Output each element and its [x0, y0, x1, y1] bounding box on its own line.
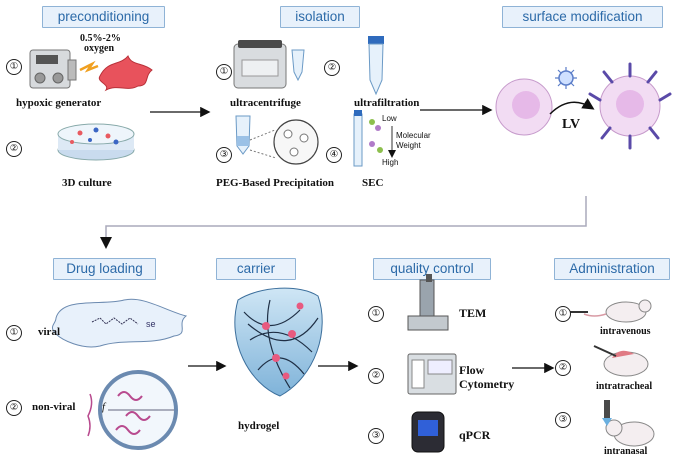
lv-transduction-arrow — [549, 98, 595, 115]
tube-small-icon — [291, 49, 305, 82]
drug-loading-step-2: ② — [6, 400, 22, 416]
sec-column-icon — [353, 110, 396, 167]
non-viral-label: non-viral — [32, 401, 76, 413]
modified-cell-icon — [588, 62, 672, 150]
viral-loading-cell-icon — [51, 298, 188, 348]
cell-before-icon — [495, 78, 553, 136]
mouse-intravenous-icon — [566, 299, 652, 323]
isolation-step-3: ③ — [216, 147, 232, 163]
qpcr-machine-icon — [411, 411, 445, 453]
mouse-intratracheal-icon — [593, 345, 649, 377]
stage-drug-loading: Drug loading — [53, 258, 156, 280]
hypoxic-generator-label: hypoxic generator — [16, 97, 102, 109]
administration-step-3: ③ — [555, 412, 571, 428]
isolation-step-4: ④ — [326, 147, 342, 163]
hydrogel-label: hydrogel — [238, 420, 280, 432]
lentivirus-icon — [555, 67, 577, 89]
peg-tube-icon — [235, 115, 251, 155]
3d-culture-label: 3D culture — [62, 177, 112, 189]
cytometry-label: Cytometry — [459, 377, 515, 391]
intravenous-label: intravenous — [600, 326, 651, 337]
sec-weight-label: Weight — [396, 141, 421, 150]
intranasal-label: intranasal — [604, 446, 648, 457]
hypoxic-generator-icon — [29, 49, 77, 89]
flow-label: Flow — [459, 363, 485, 377]
administration-step-2: ② — [555, 360, 571, 376]
lightning-icon — [79, 60, 99, 73]
quality-control-step-3: ③ — [368, 428, 384, 444]
sec-high-label: High — [382, 158, 399, 167]
non-viral-f-label: f — [102, 401, 106, 413]
flow-cytometer-icon — [407, 353, 457, 395]
quality-control-step-2: ② — [368, 368, 384, 384]
tem-label: TEM — [459, 306, 487, 320]
sec-low-label: Low — [382, 114, 397, 123]
3d-culture-dish-icon — [57, 123, 135, 161]
administration-step-1: ① — [555, 306, 571, 322]
connector-to-drug-loading — [100, 196, 587, 249]
hypoxic-cell-icon — [98, 55, 153, 92]
drug-loading-step-1: ① — [6, 325, 22, 341]
oxygen-percent-label: 0.5%-2% — [80, 33, 121, 44]
stage-preconditioning: preconditioning — [42, 6, 165, 28]
peg-precipitation-label: PEG-Based Precipitation — [216, 177, 335, 189]
isolation-step-1: ① — [216, 64, 232, 80]
non-viral-vesicle-icon — [87, 370, 178, 450]
qpcr-label: qPCR — [459, 428, 491, 442]
isolation-step-2: ② — [324, 60, 340, 76]
ultracentrifuge-label: ultracentrifuge — [230, 97, 301, 109]
hydrogel-icon — [234, 287, 323, 397]
stage-quality-control: quality control — [373, 258, 491, 280]
tem-microscope-icon — [407, 274, 449, 331]
viral-sequence-label: se — [146, 319, 156, 329]
preconditioning-step-2: ② — [6, 141, 22, 157]
preconditioning-step-1: ① — [6, 59, 22, 75]
sec-molecular-label: Molecular — [396, 131, 431, 140]
ultracentrifuge-icon — [233, 40, 287, 89]
stage-administration: Administration — [554, 258, 670, 280]
sec-label: SEC — [362, 177, 384, 189]
stage-carrier: carrier — [216, 258, 296, 280]
stage-isolation: isolation — [280, 6, 360, 28]
viral-label: viral — [38, 326, 60, 338]
quality-control-step-1: ① — [368, 306, 384, 322]
intratracheal-label: intratracheal — [596, 381, 653, 392]
oxygen-label: oxygen — [84, 43, 114, 54]
stage-surface-modification: surface modification — [502, 6, 663, 28]
ultrafiltration-label: ultrafiltration — [354, 97, 420, 109]
mouse-intranasal-icon — [602, 400, 655, 447]
lv-label: LV — [562, 117, 581, 132]
peg-precipitate-zoom-icon — [273, 119, 319, 165]
ultrafiltration-tube-icon — [368, 36, 384, 96]
